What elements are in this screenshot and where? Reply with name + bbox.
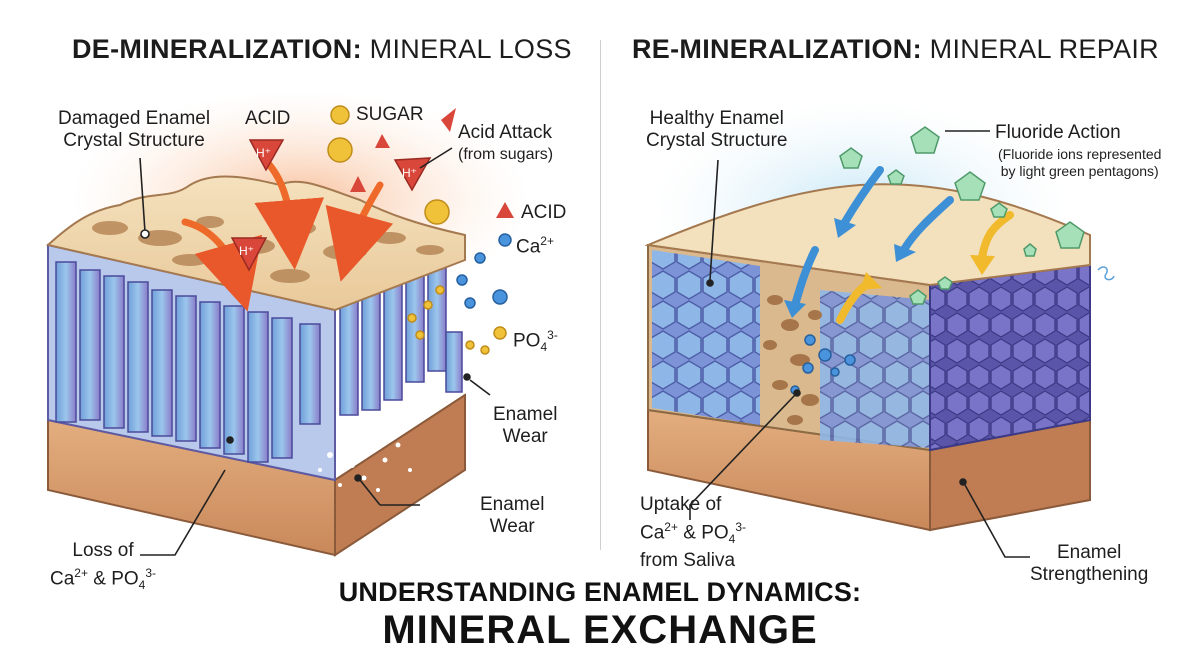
crystal-columns-left [55,255,463,463]
label-uptake-line3: from Saliva [640,550,736,572]
label-ca-text: Ca [516,236,541,258]
label-uptake-line2: Ca2+ & PO43- [640,516,746,550]
demineralization-block [45,90,530,557]
label-strength-line1: Enamel [1056,542,1122,563]
label-acid-top: ACID [245,108,291,129]
label-h-plus-1: H⁺ [256,146,271,160]
crystal-hex-mid [820,290,930,448]
porous-zone [763,295,822,425]
dentin-side-left [334,393,466,557]
label-strength-line2: Strengthening [1030,564,1149,585]
remineralization-block [644,100,1115,558]
label-ca-sup: 2+ [540,234,554,248]
label-healthy-enamel: Healthy Enamel Crystal Structure [646,108,787,152]
label-po-sup: 3- [547,328,558,342]
acid-triangle [441,108,456,132]
label-fluoride-note: (Fluoride ions represented by light gree… [998,146,1161,180]
fluoride-arrowheads [860,255,995,290]
label-uptake-amp: & PO [677,522,729,544]
label-uptake-ca: Ca [640,522,665,544]
left-title-rest: MINERAL LOSS [361,34,572,64]
calcium-ions [456,233,512,309]
right-panel-title: RE-MINERALIZATION: MINERAL REPAIR [632,34,1159,65]
label-uptake-ca-sup: 2+ [664,520,678,534]
label-damaged-enamel: Damaged Enamel Crystal Structure [58,108,210,152]
label-uptake-sup: 3- [735,520,747,534]
label-uptake-sub: 4 [728,532,736,547]
label-loss-line2: Ca2+ & PO43- [50,562,156,596]
label-acid-right: ACID [521,202,567,223]
acid-triangle [375,134,390,148]
saliva-arrowheads [784,218,916,318]
label-enamel-wear-2: Enamel Wear [480,494,544,538]
label-acid-attack: Acid Attack (from sugars) [458,122,553,166]
label-fluoride-action: Fluoride Action [995,122,1121,143]
crystal-hex-left [652,250,760,425]
h-plus-triangles [230,139,432,272]
sugar-dots [327,105,507,355]
label-loss-amp: & PO [87,568,139,590]
label-acid-attack-line2: (from sugars) [458,146,554,163]
right-title-bold: RE-MINERALIZATION: [632,34,922,64]
leader-lines-left [139,147,491,556]
label-h-plus-3: H⁺ [239,244,254,258]
label-loss-sub: 4 [138,578,146,593]
label-loss-line1: Loss of [72,540,134,561]
right-title-rest: MINERAL REPAIR [921,34,1159,64]
label-healthy-line2: Crystal Structure [646,130,788,151]
saliva-squiggle [1097,266,1115,281]
label-loss-ca: Ca [50,568,75,590]
label-healthy-line1: Healthy Enamel [649,108,784,129]
label-acid-attack-line1: Acid Attack [458,122,552,143]
label-fluoride-note-line2: by light green pentagons) [1000,163,1159,179]
label-uptake-line1: Uptake of [640,494,722,515]
label-wear1-line2: Wear [502,426,548,447]
acid-triangle [350,176,366,192]
label-enamel-wear-1: Enamel Wear [493,404,557,448]
label-po-text: PO [513,330,541,352]
label-phosphate: PO43- [513,324,558,358]
label-loss-ca-sup: 2+ [74,566,88,580]
label-wear2-line2: Wear [489,516,535,537]
crystal-hex-side [929,263,1091,452]
leader-lines-right [689,130,1030,558]
label-loss-of-minerals: Loss of Ca2+ & PO43- [50,540,156,596]
acid-triangle [496,202,514,218]
footer-title: MINERAL EXCHANGE [382,608,818,652]
label-sugar: SUGAR [356,104,424,125]
left-panel-title: DE-MINERALIZATION: MINERAL LOSS [72,34,572,65]
label-wear1-line1: Enamel [493,404,558,425]
label-wear2-line1: Enamel [480,494,545,515]
fluoride-pentagons [839,126,1085,305]
label-enamel-strengthening: Enamel Strengthening [1030,542,1148,586]
label-po-sub: 4 [540,340,548,355]
panel-divider [600,40,601,550]
acid-arrows [181,156,394,312]
label-h-plus-2: H⁺ [402,166,417,180]
label-loss-sup: 3- [145,566,157,580]
label-damaged-line2: Crystal Structure [63,130,205,151]
saliva-arrows [791,166,954,309]
label-uptake: Uptake of Ca2+ & PO43- from Saliva [640,494,746,572]
footer-subtitle: UNDERSTANDING ENAMEL DYNAMICS: [338,577,862,607]
label-fluoride-note-line1: (Fluoride ions represented [998,146,1162,162]
label-calcium: Ca2+ [516,230,554,258]
label-damaged-line1: Damaged Enamel [58,108,211,129]
left-title-bold: DE-MINERALIZATION: [72,34,362,64]
enamel-debris [318,429,412,492]
